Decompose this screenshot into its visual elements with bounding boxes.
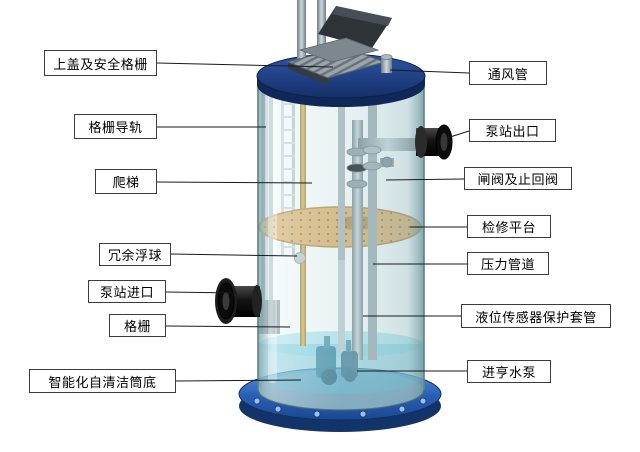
inlet-pipe <box>215 278 262 324</box>
leader-lines <box>156 62 470 382</box>
label-self-cleaning-bottom: 智能化自清洁筒底 <box>29 369 176 393</box>
outlet-pipe <box>415 124 453 160</box>
safety-grating <box>286 37 386 85</box>
label-vent-pipe: 通风管 <box>469 61 547 85</box>
top-cover <box>256 0 426 107</box>
label-grille: 格栅 <box>109 314 166 337</box>
label-station-inlet: 泵站进口 <box>88 280 166 303</box>
label-gate-check-valve: 闸阀及止回阀 <box>464 167 572 190</box>
top-plate <box>318 6 392 48</box>
label-grille-guide-rail: 格栅导轨 <box>74 114 157 139</box>
label-ladder: 爬梯 <box>95 169 157 194</box>
tank-shell <box>257 76 425 411</box>
label-pressure-pipe: 压力管道 <box>467 252 549 275</box>
top-pipe-1 <box>297 0 306 70</box>
label-water-pump: 进亨水泵 <box>467 360 551 383</box>
label-top-cover-grille: 上盖及安全格栅 <box>44 50 157 76</box>
label-redundant-float: 冗余浮球 <box>99 243 171 266</box>
vent-pipe <box>380 54 393 73</box>
label-level-sensor-sleeve: 液位传感器保护套管 <box>461 304 611 328</box>
base-bolt-holes <box>253 397 427 418</box>
label-station-outlet: 泵站出口 <box>469 119 556 142</box>
label-maintenance-platform: 检修平台 <box>467 215 551 238</box>
